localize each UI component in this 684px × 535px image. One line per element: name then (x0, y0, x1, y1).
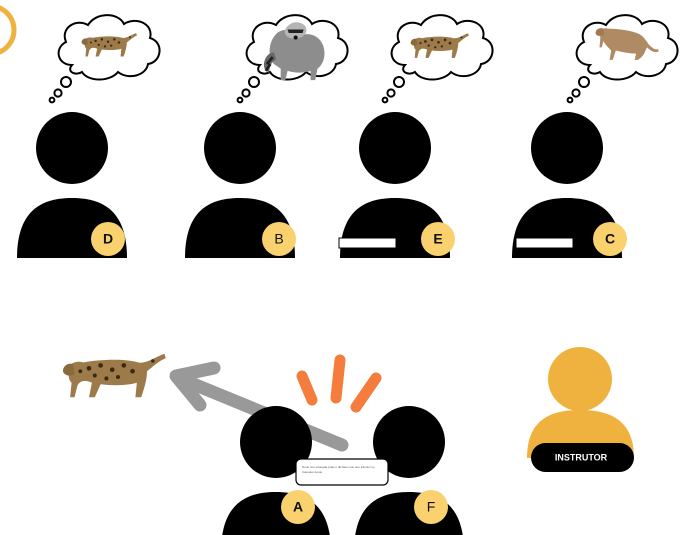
instructor: INSTRUTOR (527, 347, 634, 472)
badge-label-b: B (274, 231, 283, 247)
badge-a (281, 490, 315, 524)
card-text-line2: truuuuuu tuuuu (302, 470, 323, 474)
badge-d (91, 222, 125, 256)
badge-label-c: C (605, 231, 615, 247)
held-card (515, 237, 574, 249)
exclamation-burst-icon (296, 354, 382, 413)
decorative-ring (0, 5, 17, 55)
thought-cloud (48, 14, 161, 104)
badge-label-e: E (433, 231, 442, 247)
thought-cloud (566, 14, 679, 104)
badge-e (421, 222, 455, 256)
ocelot-icon (62, 353, 166, 398)
badge-b (262, 222, 296, 256)
participant-b: B (185, 14, 349, 258)
badge-f (414, 490, 448, 524)
participant-a: A (221, 406, 331, 535)
participant-f: F (354, 406, 464, 535)
badge-label-f: F (427, 499, 436, 515)
participant-d: D (17, 14, 161, 258)
shared-card: Nuuu cuo xduuqde prais u dicnaeu vuu uuu… (295, 458, 389, 486)
badge-label-d: D (103, 231, 113, 247)
badge-label-a: A (293, 499, 303, 515)
instructor-label-bar (531, 443, 634, 472)
instructor-label: INSTRUTOR (555, 452, 608, 462)
thought-cloud (236, 14, 349, 104)
participant-c: C (512, 14, 679, 258)
held-card (338, 237, 397, 249)
participant-e: E (338, 14, 494, 258)
thought-cloud (381, 14, 494, 104)
badge-c (593, 222, 627, 256)
card-text-line1: Nuuu cuo xduuqde prais u dicnaeu vuu uuu… (302, 465, 375, 469)
